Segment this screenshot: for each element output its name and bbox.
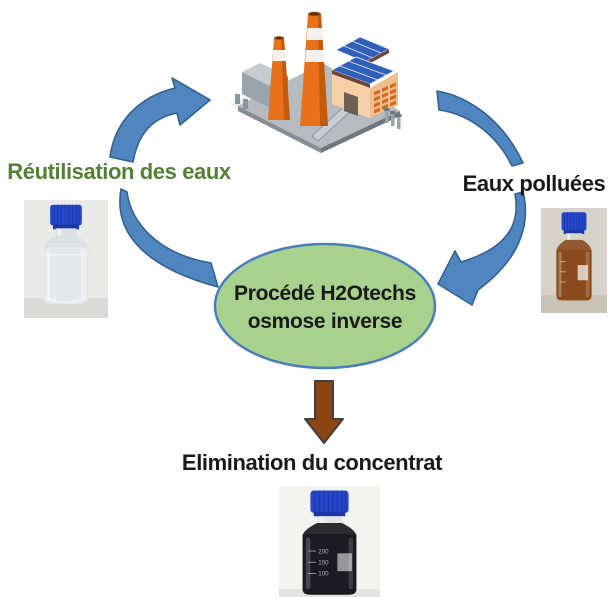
polluted-water-bottle-photo: [541, 208, 607, 313]
reuse-label: Réutilisation des eaux: [7, 159, 231, 184]
elimination-label: Elimination du concentrat: [181, 450, 443, 475]
bottle-cap: [50, 204, 82, 226]
process-ellipse: [213, 242, 437, 370]
arrow-reuse-to-factory: [109, 77, 211, 163]
factory-icon: [228, 8, 423, 153]
arrow-factory-to-polluted: [436, 90, 524, 167]
arrow-process-to-elimination: [304, 380, 344, 444]
arrow-polluted-to-process: [437, 191, 527, 306]
bottle-cap: [310, 490, 349, 513]
svg-text:200: 200: [318, 548, 329, 555]
polluted-label: Eaux polluées: [462, 171, 606, 196]
bottle-cap: [561, 212, 587, 231]
process-label-line1: Procédé H2Otechs: [234, 282, 416, 305]
arrow-process-to-reuse: [119, 188, 219, 288]
process-ellipse-label: Procédé H2Otechs osmose inverse: [215, 280, 435, 336]
clean-water-bottle-photo: [24, 200, 108, 318]
svg-text:150: 150: [318, 559, 329, 566]
concentrate-bottle-photo: 200 150 100: [279, 486, 380, 597]
process-label-line2: osmose inverse: [247, 310, 403, 333]
svg-text:100: 100: [318, 571, 329, 578]
